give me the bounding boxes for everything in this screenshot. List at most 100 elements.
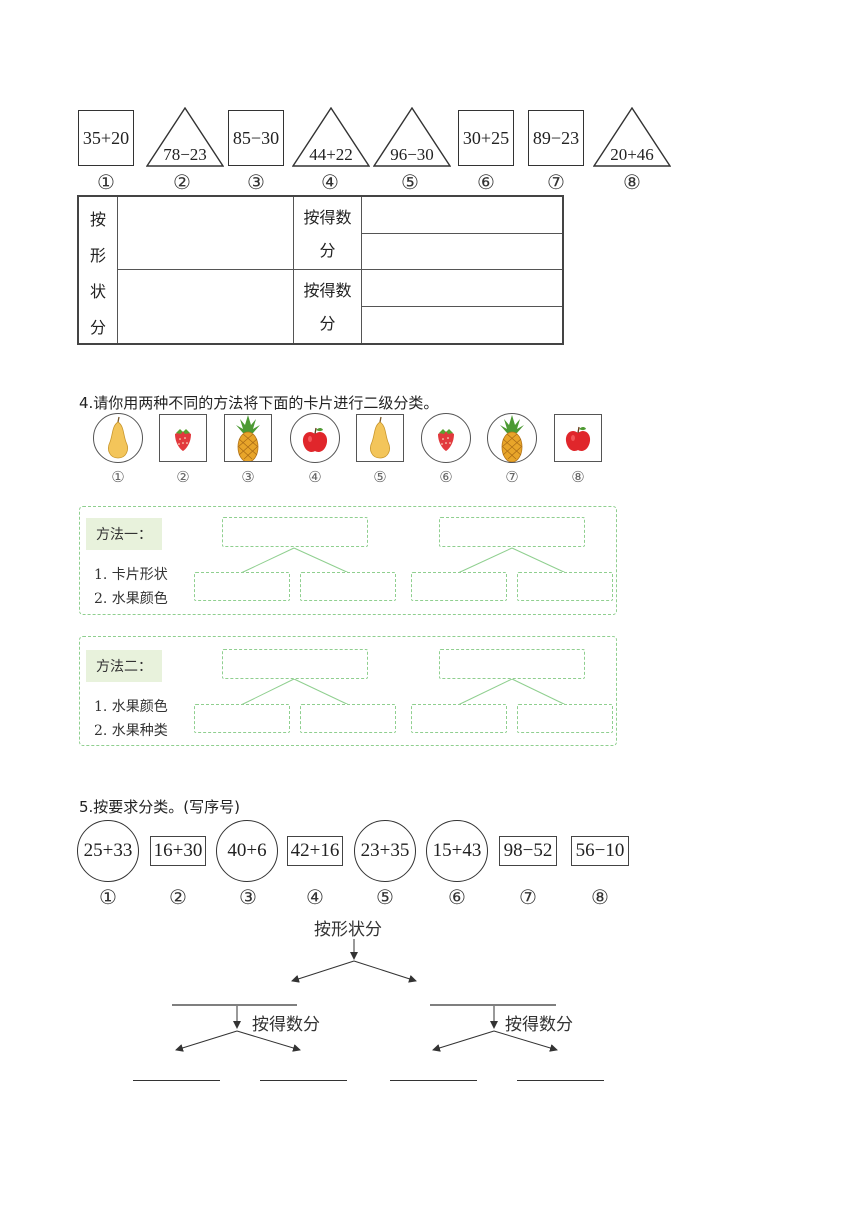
item-4-number: ④ — [306, 885, 324, 909]
item-1-circle: 25+33 — [77, 820, 139, 882]
item-3-expr: 40+6 — [227, 840, 267, 861]
question-5-title: 5.按要求分类。(写序号) — [79, 798, 241, 816]
method-2-criterion-1: 1. 水果颜色 — [94, 699, 168, 715]
shape-group-answer-2[interactable] — [118, 270, 294, 343]
shape-5-triangle: 96−30 — [373, 107, 451, 167]
item-4-expr: 42+16 — [290, 840, 340, 861]
shape-5-expr: 96−30 — [390, 145, 434, 164]
card-2-square — [159, 414, 207, 462]
card-5-square — [356, 414, 404, 462]
method-2-level2-3[interactable] — [411, 704, 507, 733]
shape-1-number: ① — [97, 170, 115, 194]
by-result-header-1-line1: 按得数 — [303, 208, 352, 227]
item-5-circle: 23+35 — [354, 820, 416, 882]
answer-blank-1[interactable] — [133, 1080, 220, 1081]
apple-icon — [302, 427, 328, 453]
shape-6-number: ⑥ — [477, 170, 495, 194]
item-5-expr: 23+35 — [360, 840, 410, 861]
result-answer-4[interactable] — [362, 307, 562, 343]
shape-2-number: ② — [173, 170, 191, 194]
shape-group-answer-1[interactable] — [118, 197, 294, 270]
by-result-header-2: 按得数 分 — [294, 270, 362, 343]
result-answer-1[interactable] — [362, 197, 562, 234]
by-result-header-2-line1: 按得数 — [303, 281, 352, 300]
item-7-expr: 98−52 — [503, 840, 553, 861]
method-2-level2-2[interactable] — [300, 704, 396, 733]
shape-7-square: 89−23 — [528, 110, 584, 166]
answer-blank-4[interactable] — [517, 1080, 604, 1081]
item-6-number: ⑥ — [448, 885, 466, 909]
row-header-char: 形 — [89, 246, 106, 265]
method-1-criterion-2: 2. 水果颜色 — [94, 591, 168, 607]
triangle-outline — [292, 107, 370, 167]
item-7-square: 98−52 — [499, 836, 557, 866]
shape-8-triangle: 20+46 — [593, 107, 671, 167]
triangle-outline — [373, 107, 451, 167]
method-1-level2-2[interactable] — [300, 572, 396, 601]
method-2-box: 方法二： 1. 水果颜色 2. 水果种类 — [79, 636, 617, 746]
method-1-level1-left[interactable] — [222, 517, 368, 547]
item-8-expr: 56−10 — [575, 840, 625, 861]
strawberry-icon — [175, 429, 191, 451]
pineapple-icon — [499, 414, 525, 463]
classification-tree-arrows — [172, 939, 558, 1052]
item-1-number: ① — [99, 885, 117, 909]
strawberry-icon — [438, 429, 454, 451]
card-4-circle — [290, 413, 340, 463]
shape-3-number: ③ — [247, 170, 265, 194]
method-1-level2-1[interactable] — [194, 572, 290, 601]
row-header-char: 状 — [89, 282, 106, 301]
shape-1-square: 35+20 — [78, 110, 134, 166]
method-1-level2-4[interactable] — [517, 572, 613, 601]
item-8-square: 56−10 — [571, 836, 629, 866]
card-8-number: ⑧ — [571, 468, 585, 486]
shape-7-expr: 89−23 — [532, 127, 580, 148]
card-1-circle — [93, 413, 143, 463]
pear-icon — [107, 416, 129, 459]
item-3-circle: 40+6 — [216, 820, 278, 882]
shape-2-triangle: 78−23 — [146, 107, 224, 167]
item-7-number: ⑦ — [519, 885, 537, 909]
method-1-tree-lines — [240, 547, 567, 574]
by-result-header-1: 按得数 分 — [294, 197, 362, 270]
item-6-expr: 15+43 — [432, 840, 482, 861]
shape-3-square: 85−30 — [228, 110, 284, 166]
method-1-level1-right[interactable] — [439, 517, 585, 547]
by-result-header-1-line2: 分 — [319, 241, 336, 260]
item-4-square: 42+16 — [287, 836, 343, 866]
tree-right-branch-label: 按得数分 — [505, 1015, 573, 1035]
answer-blank-3[interactable] — [390, 1080, 477, 1081]
tree-root-label: 按形状分 — [314, 920, 382, 940]
method-2-level2-4[interactable] — [517, 704, 613, 733]
shape-4-number: ④ — [321, 170, 339, 194]
method-2-level2-1[interactable] — [194, 704, 290, 733]
method-1-level2-3[interactable] — [411, 572, 507, 601]
row-header-char: 分 — [89, 318, 106, 337]
item-5-number: ⑤ — [376, 885, 394, 909]
method-2-level1-left[interactable] — [222, 649, 368, 679]
result-answer-3[interactable] — [362, 270, 562, 307]
triangle-outline — [593, 107, 671, 167]
shape-3-expr: 85−30 — [232, 127, 280, 148]
question-4-title: 4.请你用两种不同的方法将下面的卡片进行二级分类。 — [79, 394, 439, 412]
method-2-level1-right[interactable] — [439, 649, 585, 679]
result-answer-2[interactable] — [362, 234, 562, 270]
row-header-cell: 按 形 状 分 — [79, 197, 118, 343]
shape-6-square: 30+25 — [458, 110, 514, 166]
method-1-tag: 方法一： — [86, 518, 162, 550]
shape-8-expr: 20+46 — [610, 145, 654, 164]
method-1-criterion-1: 1. 卡片形状 — [94, 567, 168, 583]
pineapple-icon — [235, 414, 261, 463]
method-2-tree-lines — [240, 678, 567, 706]
pear-icon — [369, 416, 391, 459]
card-4-number: ④ — [308, 468, 322, 486]
card-6-circle — [421, 413, 471, 463]
shape-8-number: ⑧ — [623, 170, 641, 194]
method-2-tag: 方法二： — [86, 650, 162, 682]
card-3-number: ③ — [241, 468, 255, 486]
tree-left-branch-label: 按得数分 — [252, 1015, 320, 1035]
card-8-square — [554, 414, 602, 462]
answer-blank-2[interactable] — [260, 1080, 347, 1081]
item-2-expr: 16+30 — [153, 840, 203, 861]
shape-6-expr: 30+25 — [462, 127, 510, 148]
